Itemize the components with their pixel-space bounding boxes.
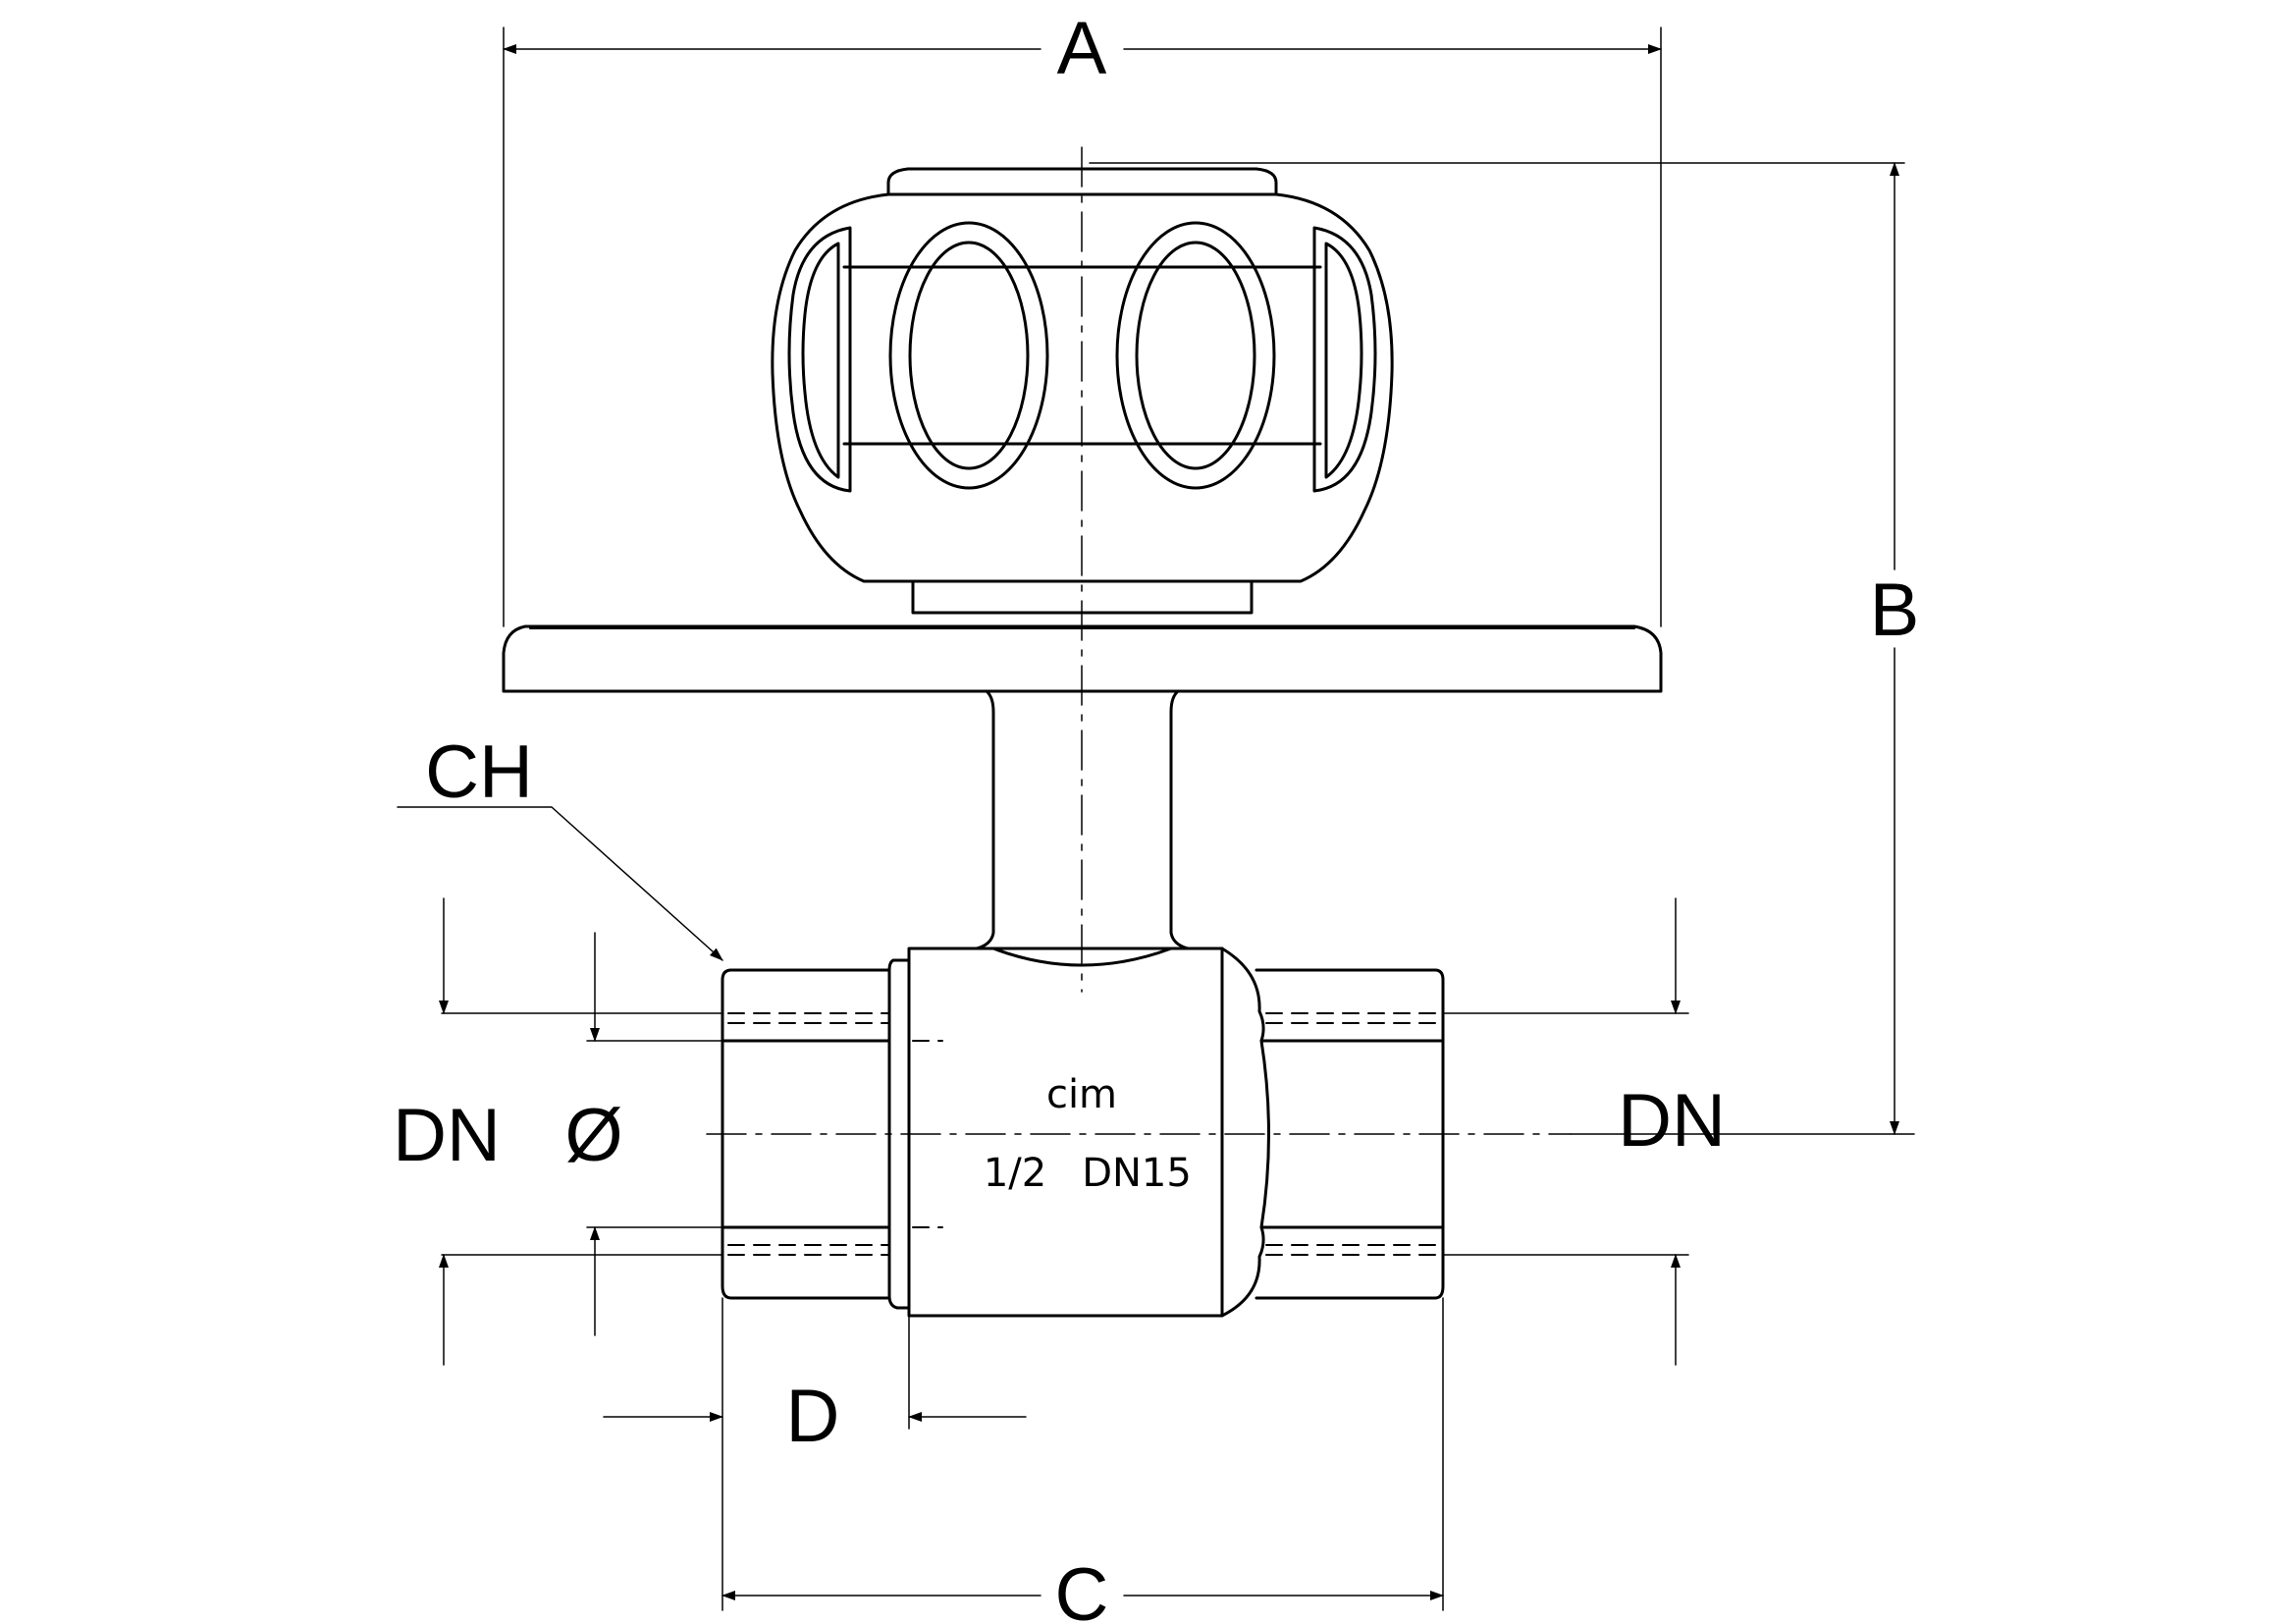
label-B: B — [1870, 568, 1920, 652]
label-DN-left: DN — [393, 1094, 501, 1177]
knob-grip-right-inner — [1324, 242, 1363, 479]
knob-grip-1-outer — [888, 221, 1049, 490]
knob-grip-left-inner — [801, 242, 840, 479]
brand-logo-text: cim — [1046, 1072, 1117, 1117]
valve-body — [721, 947, 1445, 1318]
label-CH: CH — [425, 731, 533, 814]
knob-grip-right-outer — [1312, 226, 1377, 493]
label-diameter: Ø — [564, 1094, 622, 1177]
dimension-labels: A B C D CH DN Ø DN — [393, 7, 1919, 1624]
dimension-lines — [397, 27, 1915, 1611]
label-C: C — [1055, 1553, 1109, 1624]
knob-body — [771, 192, 1394, 583]
flange-outline — [502, 624, 1663, 693]
dn-marking: DN15 — [1082, 1151, 1192, 1196]
knob-grip-1-inner — [908, 241, 1030, 470]
knob-grip-left-outer — [787, 226, 852, 493]
size-marking: 1/2 — [984, 1151, 1046, 1196]
knob-top-cap — [886, 167, 1278, 196]
label-DN-right: DN — [1618, 1079, 1726, 1163]
left-collar — [887, 958, 911, 1310]
hidden-thread-lines — [727, 1012, 1438, 1256]
body-marking: cim 1/2 DN15 — [984, 1072, 1192, 1196]
right-end-piece — [1255, 968, 1445, 1300]
stem-left-edge — [975, 689, 995, 950]
body-saddle — [991, 947, 1173, 967]
center-lines — [706, 146, 1572, 1135]
body-center — [907, 947, 1224, 1318]
label-A: A — [1057, 7, 1107, 90]
valve-stem — [975, 689, 1190, 950]
left-end-piece — [721, 968, 891, 1300]
right-bulge — [1220, 947, 1270, 1318]
knob-grip-2-inner — [1135, 241, 1256, 470]
label-D: D — [786, 1375, 840, 1458]
knob-grip-2-outer — [1115, 221, 1276, 490]
dim-CH-leader — [397, 806, 723, 961]
stem-right-edge — [1169, 689, 1190, 950]
